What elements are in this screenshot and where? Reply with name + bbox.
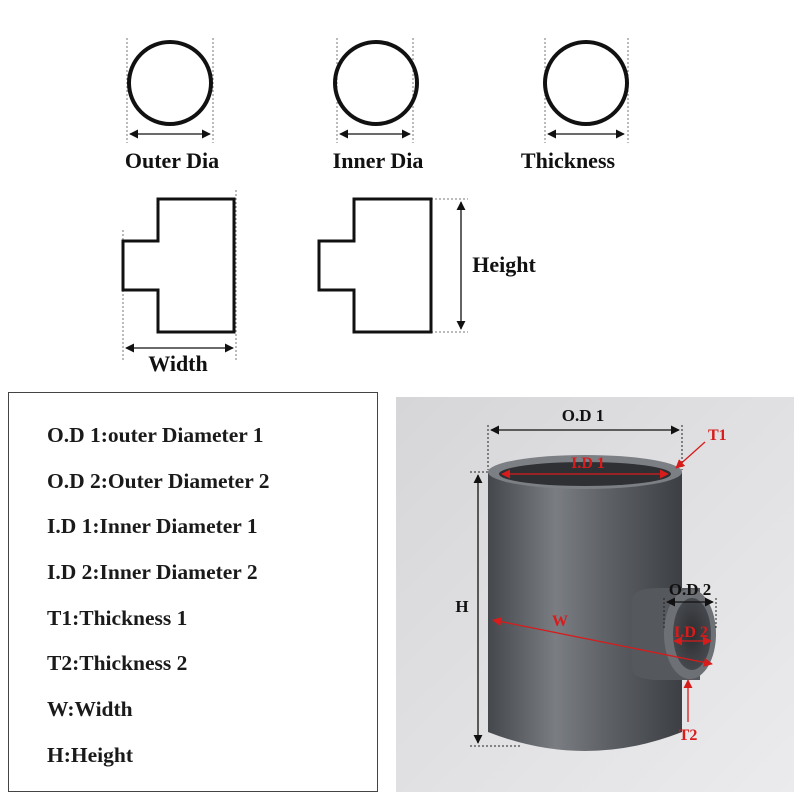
legend-item-t2: T2:Thickness 2 <box>47 651 188 676</box>
legend-item-id2: I.D 2:Inner Diameter 2 <box>47 560 258 585</box>
od1-label: O.D 1 <box>562 406 605 425</box>
legend-list: O.D 1:outer Diameter 1 O.D 2:Outer Diame… <box>47 413 270 779</box>
id2-label: I.D 2 <box>674 624 708 641</box>
height-diagram: Height <box>317 197 536 334</box>
legend-item-od2: O.D 2:Outer Diameter 2 <box>47 468 270 493</box>
legend-item-h: H:Height <box>47 742 133 767</box>
width-label: Width <box>148 351 208 376</box>
w-label: W <box>552 613 568 630</box>
inner-dia-circle <box>333 40 419 126</box>
tee-outline-left <box>121 197 236 334</box>
t1-label: T1 <box>708 427 727 444</box>
thickness-circle <box>543 40 629 126</box>
t1-pointer <box>675 441 706 469</box>
product-photo: O.D 1 I.D 1 T1 H W O.D 2 I.D 2 T2 <box>396 397 794 792</box>
outer-dia-circle <box>127 40 213 126</box>
width-diagram: Width <box>121 190 237 376</box>
h-label: H <box>455 597 468 616</box>
legend-item-id1: I.D 1:Inner Diameter 1 <box>47 514 258 539</box>
t2-label: T2 <box>679 727 698 744</box>
outer-dia-label: Outer Dia <box>125 148 219 173</box>
w-arrow <box>492 617 713 667</box>
legend-item-w: W:Width <box>47 697 133 722</box>
inner-dia-label: Inner Dia <box>333 148 424 173</box>
od2-label: O.D 2 <box>669 580 712 599</box>
tee-outline-right <box>317 197 433 334</box>
legend-panel: O.D 1:outer Diameter 1 O.D 2:Outer Diame… <box>8 392 378 792</box>
thickness-diagram: Thickness <box>521 38 629 173</box>
outer-dia-diagram: Outer Dia <box>125 38 219 173</box>
inner-dia-diagram: Inner Dia <box>333 38 424 173</box>
tee-main-body <box>488 472 682 751</box>
thickness-label: Thickness <box>521 148 616 173</box>
id1-label: I.D 1 <box>571 455 605 472</box>
legend-item-od1: O.D 1:outer Diameter 1 <box>47 423 264 447</box>
legend-item-t1: T1:Thickness 1 <box>47 605 188 630</box>
height-label: Height <box>472 252 536 277</box>
